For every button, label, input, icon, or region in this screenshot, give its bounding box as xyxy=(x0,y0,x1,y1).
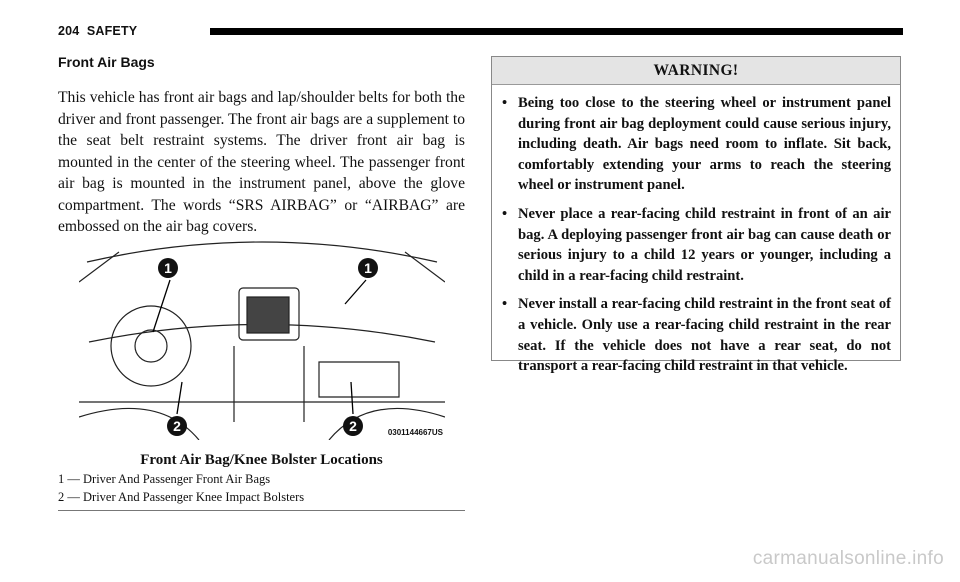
page-number-section: 204 SAFETY xyxy=(58,24,138,38)
body-paragraph: This vehicle has front air bags and lap/… xyxy=(58,89,465,235)
warning-item: • Never place a rear-facing child restrai… xyxy=(502,204,891,286)
warning-item-text: Never place a rear-facing child restrain… xyxy=(518,205,891,284)
callout-leader xyxy=(152,279,171,333)
callout-1-passenger: 1 xyxy=(358,258,378,278)
header-rule xyxy=(210,28,903,35)
warning-item: • Never install a rear-facing child restr… xyxy=(502,294,891,376)
dashboard-illustration: 1 1 2 2 0301144667US xyxy=(79,241,445,440)
figure-caption: Front Air Bag/Knee Bolster Locations xyxy=(140,452,383,468)
callout-leader xyxy=(344,279,367,305)
bullet-icon: • xyxy=(502,205,508,222)
front-air-bags-section: Front Air Bags This vehicle has front ai… xyxy=(58,54,465,253)
callout-leader xyxy=(350,381,354,415)
callout-1-driver: 1 xyxy=(158,258,178,278)
warning-title: WARNING! xyxy=(492,57,900,85)
legend-rule xyxy=(58,510,465,511)
watermark: carmanualsonline.info xyxy=(752,548,944,569)
callout-2-passenger: 2 xyxy=(343,416,363,436)
callout-2-driver: 2 xyxy=(167,416,187,436)
svg-text:2: 2 xyxy=(349,418,357,434)
image-code: 0301144667US xyxy=(388,428,444,437)
page-header: 204 SAFETY xyxy=(58,24,903,38)
warning-item-text: Being too close to the steering wheel or… xyxy=(518,95,891,194)
section-heading: Front Air Bags xyxy=(58,54,155,70)
svg-text:2: 2 xyxy=(173,418,181,434)
svg-text:1: 1 xyxy=(364,260,372,276)
warning-item: • Being too close to the steering wheel o… xyxy=(502,93,891,196)
legend-item-2: 2 — Driver And Passenger Knee Impact Bol… xyxy=(58,490,305,504)
warning-box: WARNING! • Being too close to the steerin… xyxy=(491,56,901,374)
svg-text:1: 1 xyxy=(164,260,172,276)
warning-item-text: Never install a rear-facing child restra… xyxy=(518,296,891,375)
warning-list: • Being too close to the steering wheel o… xyxy=(492,85,900,377)
callout-leader xyxy=(176,381,183,415)
bullet-icon: • xyxy=(502,95,508,111)
legend-item-1: 1 — Driver And Passenger Front Air Bags xyxy=(58,472,271,486)
bullet-icon: • xyxy=(502,296,508,313)
